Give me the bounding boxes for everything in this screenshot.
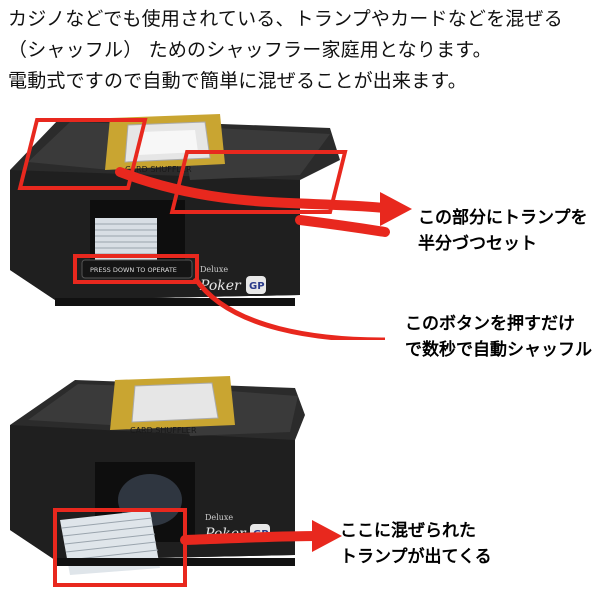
arrow-right-tray xyxy=(295,215,390,237)
highlight-left-tray xyxy=(17,118,148,190)
product-photo-bottom: CARD SHUFFLER Deluxe Poker GP xyxy=(0,370,600,600)
arrow-left-tray-head xyxy=(380,192,412,226)
arrow-output-head xyxy=(312,520,342,552)
callout-cards-out-line-1: ここに混ぜられた xyxy=(340,521,476,541)
shuffler-base-2 xyxy=(55,558,295,566)
gp-badge xyxy=(246,276,266,294)
callout-cards-out-line-2: トランプが出てくる xyxy=(340,547,492,567)
headline-line-2: （シャッフル） ためのシャッフラー家庭用となります。 xyxy=(8,39,492,61)
highlight-button xyxy=(73,254,199,284)
shuffler-illustration-top: CARD SHUFFLER PRESS DOWN TO OPERATE Delu… xyxy=(10,114,412,340)
highlight-output xyxy=(53,508,187,587)
operate-button xyxy=(81,259,193,279)
shuffler-illustration-bottom: CARD SHUFFLER Deluxe Poker GP xyxy=(10,376,342,587)
highlight-right-tray xyxy=(169,150,348,214)
gp-badge-text: GP xyxy=(249,281,265,292)
callout-press-button-line-1: このボタンを押すだけ xyxy=(405,314,575,334)
callout-set-cards-line-2: 半分づつセット xyxy=(418,234,537,254)
card-stack-top xyxy=(95,218,157,266)
headline-line-1: カジノなどでも使用されている、トランプやカードなどを混ぜる xyxy=(8,8,563,30)
callout-cards-out: ここに混ぜられた トランプが出てくる xyxy=(340,518,492,570)
operate-button-label: PRESS DOWN TO OPERATE xyxy=(90,266,177,274)
headline: カジノなどでも使用されている、トランプやカードなどを混ぜる （シャッフル） ため… xyxy=(8,4,598,97)
shuffler-base xyxy=(55,298,295,306)
callout-press-button-line-2: で数秒で自動シャッフル xyxy=(405,340,592,360)
callout-press-button: このボタンを押すだけ で数秒で自動シャッフル xyxy=(405,311,592,363)
arrow-button xyxy=(192,276,386,340)
product-photo-top: CARD SHUFFLER PRESS DOWN TO OPERATE Delu… xyxy=(0,100,600,340)
brand-name: Poker xyxy=(199,278,242,294)
arrow-output xyxy=(180,531,323,545)
headline-line-3: 電動式ですので自動で簡単に混ぜることが出来ます。 xyxy=(8,70,467,92)
callout-set-cards: この部分にトランプを 半分づつセット xyxy=(418,205,588,257)
lid-label: CARD SHUFFLER xyxy=(125,165,192,174)
lid-label-2: CARD SHUFFLER xyxy=(130,426,197,435)
clear-cover-glare xyxy=(138,130,198,155)
brand-small-2: Deluxe xyxy=(205,513,233,522)
clear-cover-2 xyxy=(131,382,219,423)
callout-set-cards-line-1: この部分にトランプを xyxy=(418,208,588,228)
arrow-left-tray xyxy=(115,167,390,213)
left-card-tray-2 xyxy=(28,384,130,425)
brand-small: Deluxe xyxy=(200,265,228,274)
